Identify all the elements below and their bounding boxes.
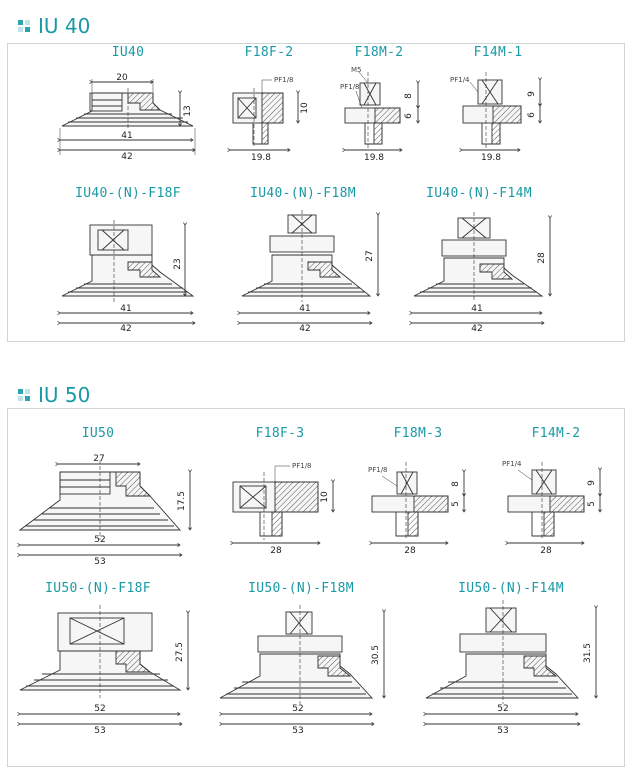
product-title: IU50-(N)-F18F — [45, 581, 151, 596]
section-marker-icon — [18, 389, 30, 401]
dim-label: 41 — [120, 304, 131, 314]
drawing-iu40-n-f18f — [60, 220, 195, 323]
dim-label: 23 — [173, 258, 183, 269]
drawing-iu40 — [60, 79, 195, 155]
dim-label: 28 — [404, 546, 416, 556]
dim-label: 41 — [471, 304, 482, 314]
dim-label: 20 — [116, 73, 128, 83]
dim-label: 5 — [587, 501, 597, 507]
section-title-iu50: IU 50 — [18, 383, 90, 407]
dim-label: 53 — [94, 726, 105, 736]
dim-label: 42 — [121, 152, 132, 162]
thread-label: PF1/8 — [368, 466, 388, 474]
product-title: F18F-3 — [255, 426, 305, 441]
section-panel-iu50 — [7, 408, 625, 767]
dim-label: 9 — [527, 91, 537, 97]
drawing-iu50-n-f18m — [220, 605, 384, 724]
thread-label: PF1/8 — [274, 76, 294, 84]
thread-label: PF1/4 — [502, 460, 522, 468]
section-marker-icon — [18, 20, 30, 32]
dim-label: 6 — [527, 112, 537, 118]
thread-label: PF1/8 — [292, 462, 312, 470]
dim-label: 10 — [300, 102, 310, 114]
product-title: IU50-(N)-F18M — [248, 581, 354, 596]
dim-label: 31.5 — [583, 643, 593, 663]
drawing-f14m-1 — [462, 72, 540, 150]
drawing-iu50 — [20, 460, 190, 555]
product-title: F18M-3 — [393, 426, 443, 441]
dim-label: 8 — [451, 481, 461, 487]
drawing-f18m-3 — [372, 462, 464, 543]
dim-label: 5 — [451, 501, 461, 507]
product-title: IU40-(N)-F14M — [426, 186, 532, 201]
thread-label: PF1/8 — [340, 83, 360, 91]
dim-label: 41 — [121, 131, 132, 141]
drawing-f18f-3 — [233, 465, 333, 543]
dim-label: 19.8 — [251, 153, 271, 163]
drawing-f18m-2 — [345, 71, 418, 150]
dim-label: 27 — [365, 250, 375, 261]
product-title: IU40-(N)-F18F — [75, 186, 181, 201]
dim-label: 17.5 — [177, 491, 187, 511]
dim-label: 52 — [497, 704, 508, 714]
drawing-iu40-n-f14m — [412, 212, 550, 323]
product-title: F14M-1 — [473, 45, 523, 60]
section-title-iu40: IU 40 — [18, 14, 90, 38]
dim-label: 28 — [540, 546, 552, 556]
drawing-iu50-n-f18f — [20, 605, 188, 724]
dim-label: 30.5 — [371, 645, 381, 665]
dim-label: 19.8 — [481, 153, 501, 163]
drawing-iu50-n-f14m — [426, 600, 596, 724]
drawing-f18f-2 — [230, 79, 298, 150]
dim-label: 8 — [404, 93, 414, 99]
dim-label: 28 — [537, 252, 547, 264]
dim-label: 28 — [270, 546, 282, 556]
drawing-iu40-n-f18m — [240, 210, 378, 323]
section-title-text: IU 40 — [38, 14, 91, 38]
dim-label: 9 — [587, 480, 597, 486]
dim-label: 42 — [120, 324, 131, 334]
product-title: IU40 — [111, 45, 145, 60]
dim-label: 19.8 — [364, 153, 384, 163]
product-title: IU50 — [81, 426, 115, 441]
dim-label: 6 — [404, 113, 414, 119]
section-title-text: IU 50 — [38, 383, 91, 407]
dim-label: 42 — [299, 324, 310, 334]
thread-label: PF1/4 — [450, 76, 470, 84]
dim-label: 52 — [292, 704, 303, 714]
dim-label: 53 — [292, 726, 303, 736]
dim-label: 10 — [320, 491, 330, 503]
product-title: IU40-(N)-F18M — [250, 186, 356, 201]
product-title: F18F-2 — [244, 45, 294, 60]
dim-label: 42 — [471, 324, 482, 334]
dim-label: 27 — [93, 454, 104, 464]
dim-label: 13 — [183, 105, 193, 116]
product-title: IU50-(N)-F14M — [458, 581, 564, 596]
dim-label: 41 — [299, 304, 310, 314]
drawing-f14m-2 — [508, 462, 600, 543]
dim-label: 27.5 — [175, 642, 185, 662]
dim-label: 52 — [94, 535, 105, 545]
dim-label: 52 — [94, 704, 105, 714]
product-title: F14M-2 — [531, 426, 581, 441]
thread-label: M5 — [351, 66, 362, 74]
product-title: F18M-2 — [354, 45, 404, 60]
dim-label: 53 — [497, 726, 508, 736]
dim-label: 53 — [94, 557, 105, 567]
